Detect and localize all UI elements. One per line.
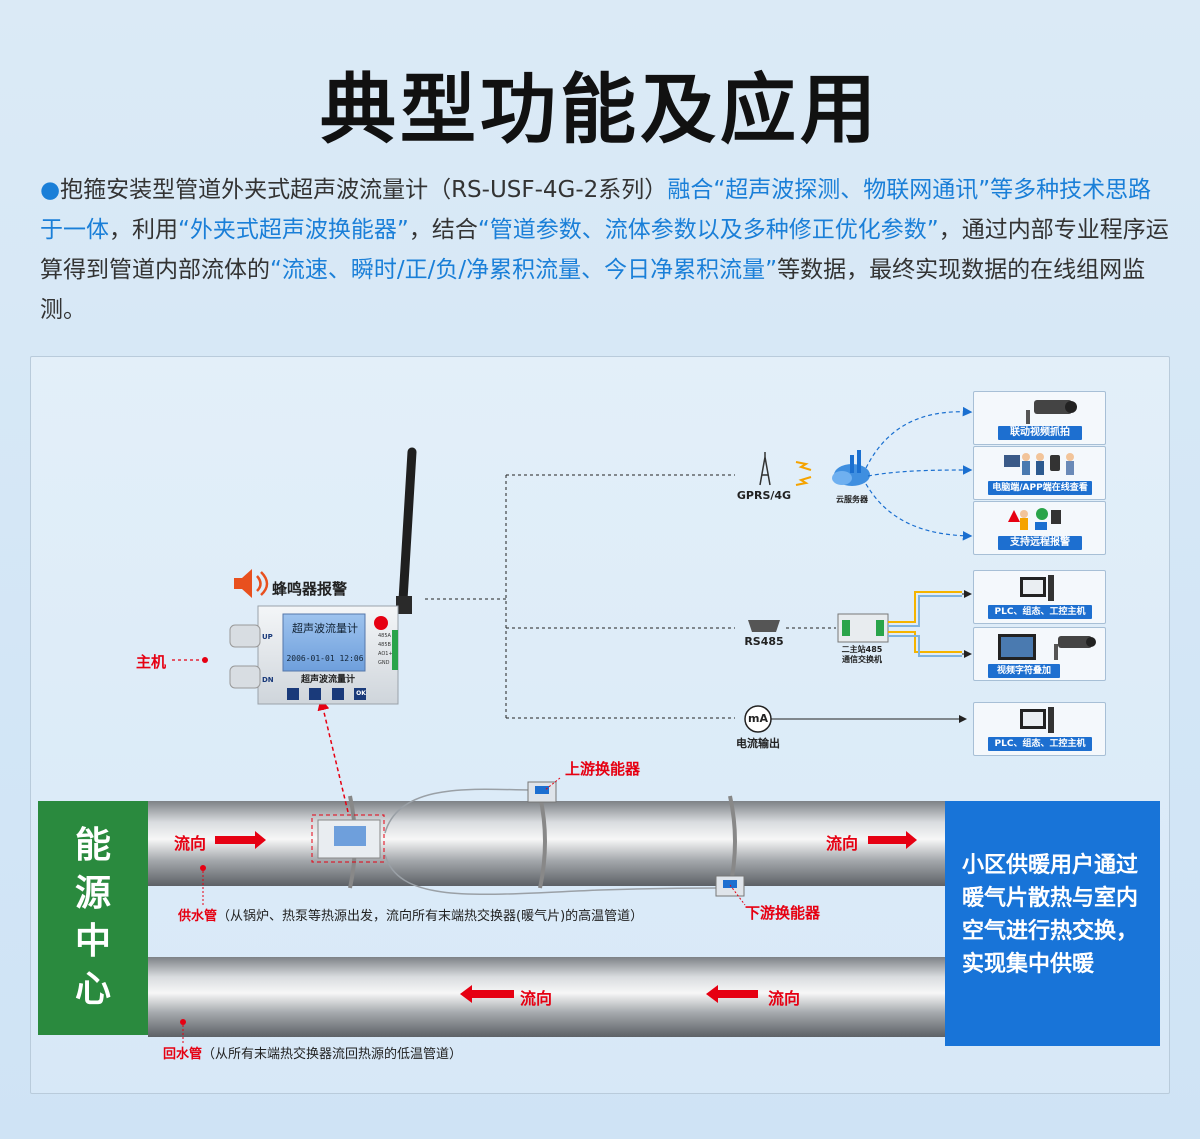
intro-highlight-1: 融合“超声波探测、物联网通讯”等多种技术思路于一体 <box>40 177 1152 243</box>
return-pipe-note: 回水管（从所有末端热交换器流回热源的低温管道） <box>163 1043 462 1062</box>
intro-text-5: 等数据，最终实现数据的在线组网监测。 <box>40 257 1146 323</box>
target-plc-2: PLC、组态、工控主机 <box>973 702 1106 756</box>
flow-label: 流向 <box>768 989 801 1008</box>
device-ok-button[interactable]: OK <box>356 690 366 697</box>
gprs-label: GPRS/4G <box>736 489 792 502</box>
return-pipe <box>148 957 948 1037</box>
current-output-label: 电流输出 <box>736 737 780 750</box>
intro-highlight-2: “外夹式超声波换能器” <box>178 217 409 243</box>
pipe-mounted-device <box>311 814 385 863</box>
user-side-box: 小区供暖用户通过 暖气片散热与室内 空气进行热交换， 实现集中供暖 <box>945 801 1160 1046</box>
target-label: 视频字符叠加 <box>988 664 1060 678</box>
rs485-connector-icon <box>748 620 780 632</box>
buzzer-alarm-label: 蜂鸣器报警 <box>272 580 348 598</box>
bullet-icon: ● <box>40 177 61 203</box>
user-side-line: 实现集中供暖 <box>962 952 1095 977</box>
energy-center-char: 心 <box>74 969 111 1010</box>
downstream-transducer-label: 下游换能器 <box>745 904 821 922</box>
speaker-icon <box>234 569 269 598</box>
cloud-server-icon <box>832 450 870 486</box>
device-up-button[interactable]: UP <box>262 633 273 641</box>
flow-arrows <box>215 831 917 1003</box>
target-video-capture: 联动视频抓拍 <box>973 391 1106 445</box>
page-title: 典型功能及应用 <box>320 65 880 154</box>
rs485-label: RS485 <box>744 635 784 648</box>
user-side-line: 暖气片散热与室内 <box>962 886 1139 911</box>
antenna <box>396 447 417 614</box>
return-pipe-desc: （从所有末端热交换器流回热源的低温管道） <box>202 1047 463 1062</box>
port-label: AO1+ <box>378 651 393 657</box>
upstream-transducer <box>527 781 557 803</box>
intro-text-1: 抱箍安装型管道外夹式超声波流量计（RS-USF-4G-2系列） <box>60 177 668 203</box>
comm-bus-lines <box>425 474 735 719</box>
target-plc-1: PLC、组态、工控主机 <box>973 570 1106 624</box>
device-ports: 485A 485B AO1+ GND <box>378 632 393 668</box>
target-label: 支持远程报警 <box>998 536 1082 550</box>
device-dn-button[interactable]: DN <box>262 676 274 684</box>
intro-text-4: ，通过内部专业程序运算得到管道内部流体的 <box>40 217 1169 283</box>
flow-label: 流向 <box>826 834 859 853</box>
target-label: 联动视频抓拍 <box>998 426 1082 440</box>
port-label: 485B <box>378 642 391 648</box>
lcd-date: 2006-01-01 12:06 <box>286 654 364 663</box>
ma-symbol: mA <box>748 712 768 725</box>
intro-text-2: ，利用 <box>109 217 178 243</box>
target-label: PLC、组态、工控主机 <box>988 737 1092 751</box>
target-remote-alarm: 支持远程报警 <box>973 501 1106 555</box>
host-label: 主机 <box>136 653 167 671</box>
energy-center-char: 源 <box>74 873 111 914</box>
upstream-transducer-label: 上游换能器 <box>565 760 641 778</box>
intro-highlight-3: “管道参数、流体参数以及多种修正优化参数” <box>477 217 939 243</box>
return-pipe-name: 回水管 <box>163 1047 203 1062</box>
energy-center-box: 能 源 中 心 <box>38 801 148 1035</box>
user-side-line: 空气进行热交换， <box>962 919 1139 944</box>
monitor-icon <box>1020 575 1054 601</box>
supply-pipe-desc: （从锅炉、热泵等热源出发，流向所有末端热交换器(暖气片)的高温管道） <box>217 909 644 924</box>
monitor-icon <box>1020 707 1054 733</box>
target-label: 电脑端/APP端在线查看 <box>988 481 1092 495</box>
alarm-icons <box>1008 508 1061 530</box>
camera-icon <box>1026 400 1077 424</box>
switch-label-line2: 通信交换机 <box>842 655 882 664</box>
switch-label-line1: 二主站485 <box>841 645 883 654</box>
energy-center-char: 中 <box>74 921 111 962</box>
monitor-camera-icon <box>998 634 1096 660</box>
intro-paragraph: ●抱箍安装型管道外夹式超声波流量计（RS-USF-4G-2系列）融合“超声波探测… <box>40 170 1170 330</box>
tower-icon <box>759 452 771 486</box>
port-label: 485A <box>378 633 391 639</box>
supply-pipe-note: 供水管（从锅炉、热泵等热源出发，流向所有末端热交换器(暖气片)的高温管道） <box>178 905 643 924</box>
target-video-overlay: 视频字符叠加 <box>973 627 1106 681</box>
energy-center-char: 能 <box>74 825 111 866</box>
flow-label: 流向 <box>520 989 553 1008</box>
cloud-server-label: 云服务器 <box>836 495 868 504</box>
flow-label: 流向 <box>174 834 207 853</box>
user-devices-icon <box>1004 453 1074 475</box>
switch-icon <box>837 613 889 643</box>
supply-pipe <box>148 801 948 886</box>
device-panel-name: 超声波流量计 <box>300 675 355 685</box>
port-label: GND <box>378 660 390 666</box>
target-label: PLC、组态、工控主机 <box>988 605 1092 619</box>
supply-pipe-name: 供水管 <box>178 909 218 924</box>
host-device <box>229 605 399 705</box>
intro-text-3: ，结合 <box>408 217 478 243</box>
downstream-transducer <box>715 875 745 897</box>
target-app-view: 电脑端/APP端在线查看 <box>973 446 1106 500</box>
lcd-title: 超声波流量计 <box>292 622 358 635</box>
user-side-line: 小区供暖用户通过 <box>962 853 1139 878</box>
intro-highlight-4: “流速、瞬时/正/负/净累积流量、今日净累积流量” <box>270 257 778 283</box>
switch-label: 二主站485 通信交换机 <box>822 645 902 665</box>
